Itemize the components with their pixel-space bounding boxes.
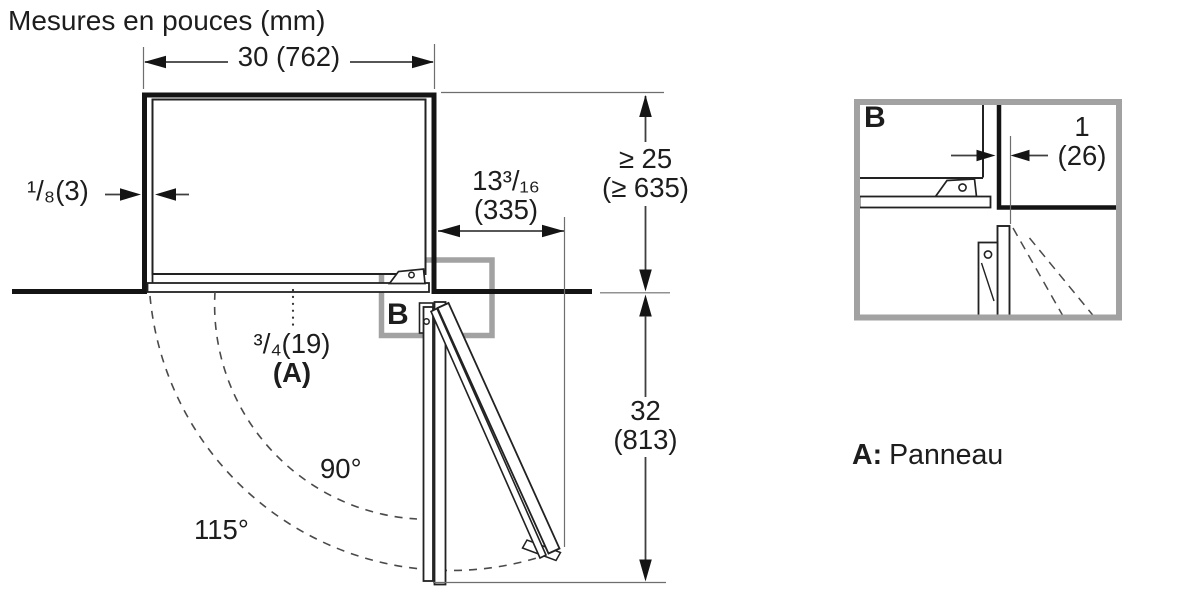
detail-wall-floor xyxy=(996,104,1117,210)
panel-strip xyxy=(146,282,430,293)
dim-line1: ³/₄(19) xyxy=(253,328,331,359)
arrowhead-right-icon xyxy=(412,55,434,69)
door-panel-strip xyxy=(422,306,434,582)
dim-right-clearance-label: ≥ 25 (≥ 635) xyxy=(565,144,726,202)
dim-door-protrusion xyxy=(951,136,1048,224)
dim-line2: (26) xyxy=(1057,140,1107,171)
detail-frame xyxy=(854,99,1122,321)
hinge-pin-icon xyxy=(958,183,967,192)
dim-hinge-offset xyxy=(438,217,566,547)
arrowhead-up-icon xyxy=(639,95,652,117)
swing-arc-90 xyxy=(213,291,418,520)
detail-panel-line xyxy=(980,262,995,302)
panel-key-ref: (A) xyxy=(272,357,312,388)
legend-key: A: xyxy=(852,439,883,471)
door-leaf-strip xyxy=(433,301,447,586)
diagram-title: Mesures en pouces (mm) xyxy=(8,5,326,36)
hinge-pin-icon xyxy=(423,318,430,325)
dim-panel-thickness-label: ³/₄(19) (A) xyxy=(212,329,372,387)
arrowhead-right-icon xyxy=(120,188,141,201)
dim-door-depth xyxy=(433,294,666,584)
dim-side-gap-label: ¹/₈(3) xyxy=(27,175,89,206)
extension-lines xyxy=(142,44,436,89)
legend-panel: A:Panneau xyxy=(852,441,1003,470)
arrowhead-left-icon xyxy=(144,55,166,69)
door-leaf-strip xyxy=(436,301,561,555)
door-panel-strip xyxy=(429,307,548,560)
arrowhead-left-icon xyxy=(1010,149,1030,162)
detail-view xyxy=(854,99,1122,321)
arrowhead-up-icon xyxy=(639,294,652,317)
alcove-walls-floor xyxy=(12,92,592,294)
swing-arc-115 xyxy=(149,295,553,572)
dim-line2: (≥ 635) xyxy=(602,172,689,203)
hinge-pin-icon xyxy=(408,271,415,279)
dim-line1: 13³/₁₆ xyxy=(472,165,540,196)
detail-panel-strip xyxy=(858,195,992,209)
arrowhead-right-icon xyxy=(976,149,996,162)
legend-value: Panneau xyxy=(889,439,1004,471)
dim-side-gap xyxy=(105,188,189,201)
dim-door-protrusion-label: 1 (26) xyxy=(1012,112,1152,170)
detail-swing-dashes xyxy=(1012,227,1095,317)
hinge-bracket xyxy=(387,268,426,285)
detail-marker-label: B xyxy=(387,298,409,331)
dim-hinge-offset-label: 13³/₁₆ (335) xyxy=(426,166,586,224)
dim-width-30 xyxy=(142,44,436,89)
detail-hinge-bracket xyxy=(933,178,978,198)
dim-right-clearance xyxy=(441,91,670,294)
dim-line2: (335) xyxy=(473,194,539,225)
arrowhead-left-icon xyxy=(155,188,176,201)
dim-door-depth-label: 32 (813) xyxy=(566,396,725,454)
dim-line1: 32 xyxy=(630,395,661,426)
arrowhead-down-icon xyxy=(639,269,652,292)
dim-line2: (813) xyxy=(613,424,678,455)
door-open-perpendicular xyxy=(418,301,447,586)
appliance-outline xyxy=(151,98,427,275)
dim-line1: ≥ 25 xyxy=(618,143,673,174)
arrowhead-down-icon xyxy=(639,559,652,582)
detail-door-leaf xyxy=(996,225,1011,317)
arrowhead-left-icon xyxy=(438,224,460,238)
dim-width-label: 30 (762) xyxy=(237,41,341,72)
door-hinge xyxy=(387,268,426,285)
angle-90-label: 90° xyxy=(320,453,362,484)
arrowhead-right-icon xyxy=(542,224,564,238)
angle-115-label: 115° xyxy=(194,514,249,545)
dim-line1: 1 xyxy=(1074,111,1090,142)
door-open-partial xyxy=(429,301,562,562)
detail-view-title: B xyxy=(864,101,886,134)
hinge-pin-icon xyxy=(983,250,993,259)
